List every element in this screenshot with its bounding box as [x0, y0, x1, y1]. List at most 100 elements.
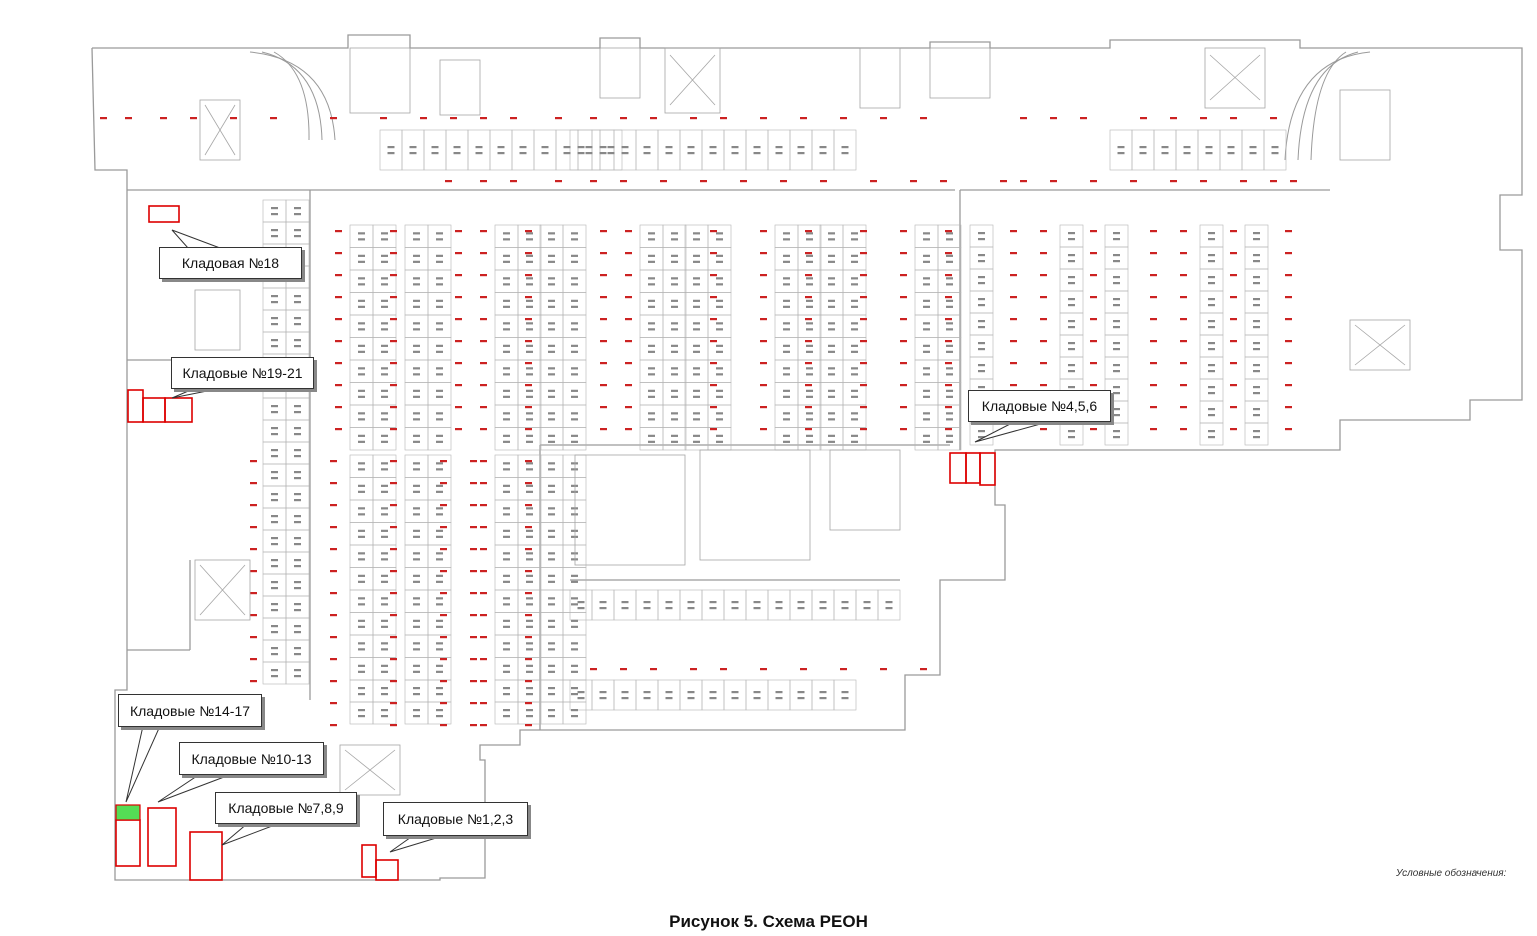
parking-space — [349, 544, 374, 568]
dimension-mark — [1183, 152, 1191, 155]
dimension-mark — [1208, 414, 1215, 417]
parking-space — [1059, 422, 1084, 446]
dimension-mark — [503, 434, 510, 437]
parking-space — [914, 269, 939, 293]
dimension-mark — [381, 254, 388, 257]
dimension-mark — [693, 328, 700, 331]
room-number-mark — [1090, 362, 1097, 365]
dimension-mark — [806, 350, 813, 353]
dimension-mark — [294, 411, 301, 414]
dimension-mark — [1253, 232, 1260, 235]
room-number-mark — [525, 592, 532, 595]
room-number-mark — [700, 180, 707, 183]
parking-space — [517, 247, 542, 271]
parking-space — [285, 441, 310, 465]
room-number-mark — [900, 340, 907, 343]
room-number-mark — [525, 318, 532, 321]
dimension-mark — [1208, 320, 1215, 323]
parking-space — [1104, 312, 1129, 336]
parking-space — [562, 544, 587, 568]
dimension-mark — [775, 152, 783, 155]
parking-space — [404, 589, 429, 613]
parking-space — [562, 477, 587, 501]
dimension-mark — [1208, 260, 1215, 263]
room-number-mark — [600, 340, 607, 343]
room-number-mark — [330, 482, 337, 485]
dimension-mark — [599, 697, 607, 700]
parking-space — [262, 661, 287, 685]
dimension-mark — [436, 373, 443, 376]
room-number-mark — [330, 548, 337, 551]
dimension-mark — [526, 367, 533, 370]
room-number-mark — [945, 318, 952, 321]
dimension-mark — [946, 395, 953, 398]
parking-space — [539, 522, 564, 546]
parking-space — [639, 337, 664, 361]
room-number-mark — [1150, 230, 1157, 233]
dimension-mark — [671, 412, 678, 415]
parking-space — [1244, 378, 1269, 402]
dimension-mark — [828, 322, 835, 325]
parking-space — [423, 129, 447, 171]
dimension-mark — [577, 691, 585, 694]
room-number-mark — [945, 340, 952, 343]
dimension-mark — [709, 146, 717, 149]
parking-space — [427, 477, 452, 501]
parking-space — [539, 612, 564, 636]
dimension-mark — [693, 277, 700, 280]
dimension-mark — [358, 619, 365, 622]
dimension-mark — [1208, 298, 1215, 301]
dimension-mark — [577, 697, 585, 700]
parking-space — [684, 292, 709, 316]
parking-space — [1244, 422, 1269, 446]
dimension-mark — [1113, 232, 1120, 235]
room-number-mark — [250, 460, 257, 463]
dimension-mark — [806, 344, 813, 347]
dimension-mark — [607, 146, 615, 149]
parking-space — [562, 701, 587, 725]
dimension-mark — [716, 299, 723, 302]
room-number-mark — [720, 668, 727, 671]
parking-space — [914, 292, 939, 316]
storage-18 — [148, 205, 180, 223]
parking-space — [1175, 129, 1199, 171]
dimension-mark — [358, 350, 365, 353]
parking-space — [774, 224, 799, 248]
dimension-mark — [571, 574, 578, 577]
dimension-mark — [381, 412, 388, 415]
dimension-mark — [599, 607, 607, 610]
dimension-mark — [621, 697, 629, 700]
room-number-mark — [1180, 340, 1187, 343]
parking-space — [494, 314, 519, 338]
parking-space — [372, 657, 397, 681]
dimension-mark — [978, 232, 985, 235]
dimension-mark — [571, 693, 578, 696]
parking-space — [723, 589, 747, 621]
dimension-mark — [783, 389, 790, 392]
dimension-mark — [923, 412, 930, 415]
dimension-mark — [1253, 386, 1260, 389]
room-number-mark — [625, 362, 632, 365]
dimension-mark — [648, 412, 655, 415]
dimension-mark — [693, 418, 700, 421]
dimension-mark — [585, 152, 593, 155]
parking-space — [662, 247, 687, 271]
dimension-mark — [436, 619, 443, 622]
dimension-mark — [716, 389, 723, 392]
room-number-mark — [330, 526, 337, 529]
room-number-mark — [1285, 384, 1292, 387]
room-number-mark — [1285, 318, 1292, 321]
dimension-mark — [413, 513, 420, 516]
parking-space — [745, 679, 769, 711]
parking-space — [723, 129, 747, 171]
dimension-mark — [526, 535, 533, 538]
room-number-mark — [250, 482, 257, 485]
dimension-mark — [716, 283, 723, 286]
room-number-mark — [440, 526, 447, 529]
dimension-mark — [294, 587, 301, 590]
dimension-mark — [436, 395, 443, 398]
parking-space — [404, 382, 429, 406]
parking-space — [745, 129, 769, 171]
dimension-mark — [381, 687, 388, 690]
room-number-mark — [900, 384, 907, 387]
